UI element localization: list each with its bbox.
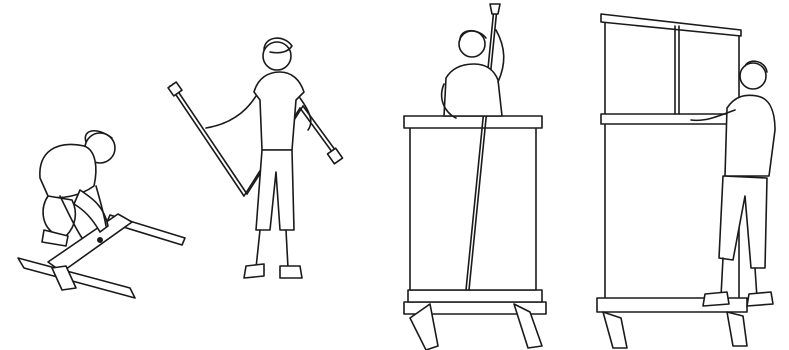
person-kneeling [40, 131, 115, 246]
banner-base [597, 298, 747, 348]
person-behind-banner [442, 30, 504, 118]
person-standing [206, 38, 311, 278]
step-4-drawing [595, 0, 789, 350]
step-2-unfold-pole [160, 0, 360, 350]
folding-pole [168, 82, 343, 196]
step-4-hang-banner [595, 0, 789, 350]
step-3-insert-pole [390, 0, 570, 350]
banner-cassette [404, 290, 546, 350]
step-2-drawing [160, 0, 360, 350]
banner-graphic-partial [404, 116, 542, 290]
step-3-drawing [390, 0, 570, 350]
